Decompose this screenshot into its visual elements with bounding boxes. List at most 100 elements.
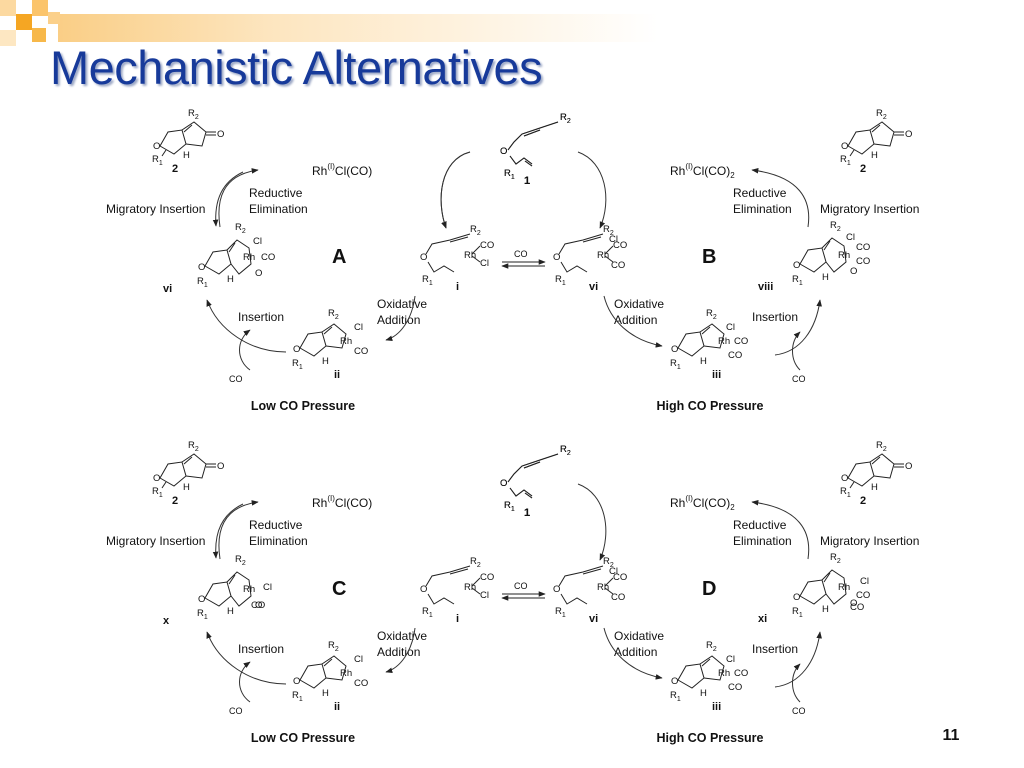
ring-oxygen: O [293, 344, 300, 355]
chloride-ligand: Cl [480, 590, 489, 601]
r1-group: R1 [555, 274, 566, 287]
r2-group: R2 [706, 640, 717, 653]
chloride-ligand: Cl [726, 322, 735, 333]
hydrogen-label: H [822, 604, 829, 615]
ether-oxygen: O [500, 146, 507, 157]
arrow-insertion [206, 299, 287, 353]
rhodium-label: Rh [464, 582, 476, 593]
elimination-label: Elimination [249, 534, 308, 548]
insertion-label: Insertion [238, 642, 284, 656]
hydrogen-label: H [871, 150, 878, 161]
arrow-reductive [218, 500, 259, 560]
oxidative-label: Oxidative [377, 297, 427, 311]
compound-number: 1 [524, 507, 530, 519]
r2-group: R2 [830, 220, 841, 233]
ether-oxygen: O [500, 478, 507, 489]
compound-number: vi [589, 281, 598, 293]
ether-oxygen: O [553, 252, 560, 263]
arrow-oxidative [385, 627, 416, 673]
r2-group: R2 [235, 554, 246, 567]
rhodium-label: Rh [718, 668, 730, 679]
r2-group: R2 [560, 112, 571, 125]
r1-group: R1 [555, 606, 566, 619]
migratory-insertion-label: Migratory Insertion [820, 202, 919, 216]
r1-group: R1 [504, 500, 515, 513]
r1-group: R1 [670, 358, 681, 371]
arrow-to-i [440, 151, 471, 229]
migratory-insertion-label: Migratory Insertion [106, 534, 205, 548]
addition-label: Addition [614, 645, 657, 659]
r1-group: R1 [152, 154, 163, 167]
reductive-label: Reductive [733, 186, 787, 200]
r2-group: R2 [328, 640, 339, 653]
arrow-reductive [218, 168, 259, 228]
r1-group: R1 [792, 606, 803, 619]
arrow-reductive [751, 500, 810, 560]
co-ligand-2: CO [611, 260, 625, 271]
catalyst-label-high: Rh(I)Cl(CO)2 [670, 162, 735, 180]
hydrogen-label: H [700, 688, 707, 699]
compound-number: iii [712, 701, 721, 713]
co-ligand-2: CO [728, 682, 742, 693]
co-ligand: CO [613, 572, 627, 583]
pressure-caption: High CO Pressure [657, 399, 764, 413]
co-ligand-2: CO [850, 602, 864, 613]
r2-group: R2 [706, 308, 717, 321]
co-ligand: CO [480, 572, 494, 583]
compound-number: i [456, 613, 459, 625]
arrow-oxidative [603, 295, 663, 348]
elimination-label: Elimination [733, 202, 792, 216]
ketone-oxygen: O [217, 461, 224, 472]
co-ligand: CO [613, 240, 627, 251]
ether-oxygen: O [420, 252, 427, 263]
arrow-co-in [792, 331, 801, 371]
hydrogen-label: H [871, 482, 878, 493]
page-number: 11 [943, 727, 960, 744]
r2-group: R2 [188, 108, 199, 121]
panel-letter: B [702, 246, 716, 268]
oxidative-label: Oxidative [614, 629, 664, 643]
catalyst-label: Rh(I)Cl(CO) [312, 494, 372, 510]
arrow-insertion [774, 631, 822, 688]
co-ligand-2: CO [856, 256, 870, 267]
co-feed-label: CO [792, 706, 806, 716]
r1-group: R1 [422, 274, 433, 287]
co-feed-label: CO [229, 374, 243, 384]
pressure-caption: Low CO Pressure [251, 399, 355, 413]
r2-group: R2 [876, 108, 887, 121]
co-ligand-2: CO [728, 350, 742, 361]
chloride-ligand: Cl [609, 234, 618, 245]
co-equilibrium-label: CO [514, 581, 528, 591]
acyl-oxygen: O [850, 266, 857, 277]
r2-group: R2 [470, 556, 481, 569]
ether-oxygen: O [553, 584, 560, 595]
slide-title: Mechanistic Alternatives [50, 41, 543, 94]
co-feed-label: CO [229, 706, 243, 716]
rhodium-label: Rh [340, 668, 352, 679]
co-ligand: CO [734, 336, 748, 347]
compound-number: xi [758, 613, 767, 625]
r1-group: R1 [292, 690, 303, 703]
compound-number: iii [712, 369, 721, 381]
ring-oxygen: O [198, 262, 205, 273]
r2-group: R2 [560, 112, 571, 125]
chloride-ligand: Cl [354, 654, 363, 665]
co-ligand: CO [856, 590, 870, 601]
chloride-ligand: Cl [726, 654, 735, 665]
rhodium-label: Rh [838, 250, 850, 261]
hydrogen-label: H [183, 482, 190, 493]
rhodium-label: Rh [838, 582, 850, 593]
co-equilibrium-bottom: CO [501, 581, 546, 601]
elimination-label: Elimination [249, 202, 308, 216]
